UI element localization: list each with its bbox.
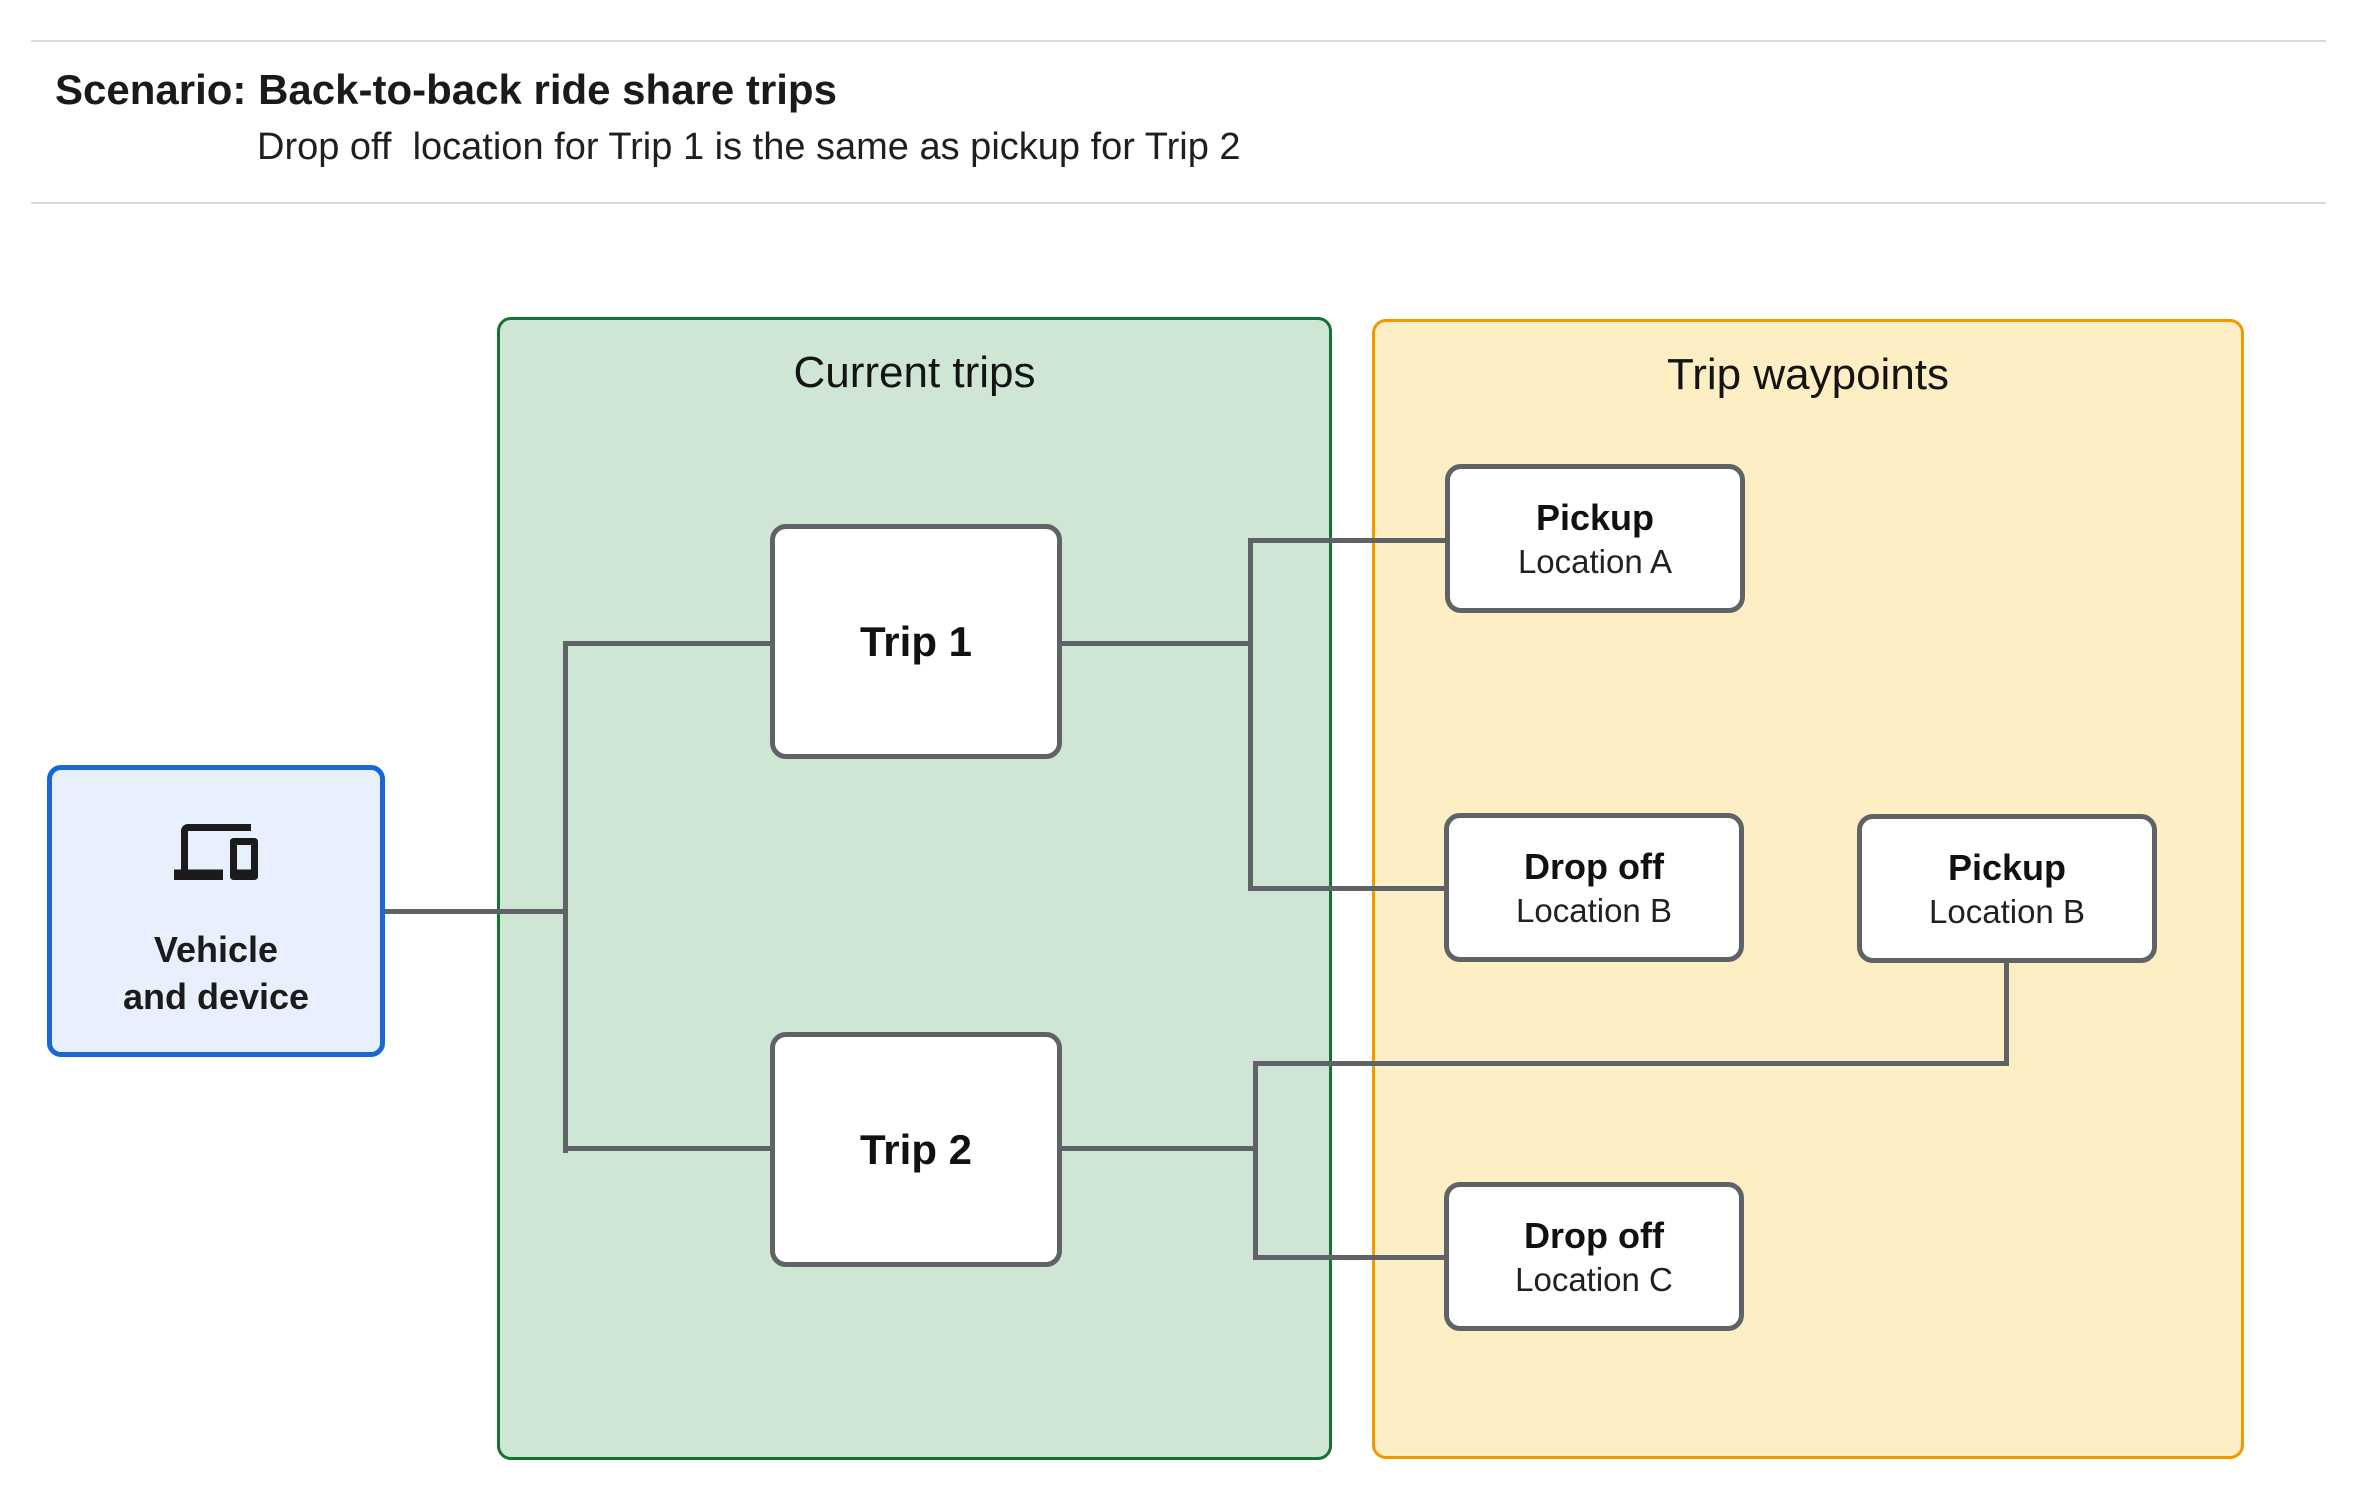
waypoint-title: Pickup (1947, 846, 2067, 888)
connector-trip1-out (1060, 641, 1252, 646)
waypoint-dropoff-location-b: Drop off Location B (1444, 813, 1744, 962)
connector-branch-vertical (563, 641, 568, 1153)
divider-top (31, 40, 2326, 42)
vehicle-device-box: Vehicle and device (47, 765, 385, 1057)
connector-to-dropoff-b (1248, 886, 1446, 891)
connector-vehicle-to-branch (385, 909, 567, 914)
page-title: Scenario: Back-to-back ride share trips (55, 66, 837, 113)
waypoint-subtitle: Location B (1516, 891, 1672, 929)
page-subtitle: Drop off location for Trip 1 is the same… (257, 126, 1241, 168)
vehicle-label-line1: Vehicle (153, 929, 279, 970)
waypoint-title: Drop off (1524, 845, 1664, 887)
group-title-trip-waypoints: Trip waypoints (1666, 350, 1950, 399)
connector-trip2-out (1060, 1146, 1257, 1151)
waypoint-pickup-location-b: Pickup Location B (1857, 814, 2157, 963)
vehicle-label-line2: and device (122, 976, 310, 1017)
connector-pickup-b-drop (2004, 960, 2009, 1066)
trip-1-label: Trip 1 (859, 617, 973, 665)
trip-2-label: Trip 2 (859, 1125, 973, 1173)
waypoint-title: Pickup (1535, 496, 1655, 538)
waypoint-subtitle: Location C (1515, 1260, 1673, 1298)
devices-icon (52, 810, 380, 894)
trip-1-box: Trip 1 (770, 524, 1062, 759)
waypoint-pickup-location-a: Pickup Location A (1445, 464, 1745, 613)
connector-branch-to-trip2 (563, 1146, 772, 1151)
group-current-trips: Current trips (497, 317, 1332, 1460)
waypoint-dropoff-location-c: Drop off Location C (1444, 1182, 1744, 1331)
waypoint-subtitle: Location B (1929, 892, 2085, 930)
trip-2-box: Trip 2 (770, 1032, 1062, 1267)
connector-trip1-junction-vertical (1248, 538, 1253, 891)
connector-to-pickup-a (1248, 538, 1447, 543)
vehicle-label: Vehicle and device (52, 926, 380, 1020)
connector-pickup-b-horizontal (1253, 1061, 2008, 1066)
waypoint-title: Drop off (1524, 1214, 1664, 1256)
connector-branch-to-trip1 (563, 641, 772, 646)
waypoint-subtitle: Location A (1517, 542, 1673, 580)
connector-to-dropoff-c (1253, 1255, 1444, 1260)
divider-bottom (31, 202, 2326, 204)
group-title-current-trips: Current trips (793, 348, 1036, 397)
connector-trip2-junction-vertical (1253, 1061, 1258, 1260)
